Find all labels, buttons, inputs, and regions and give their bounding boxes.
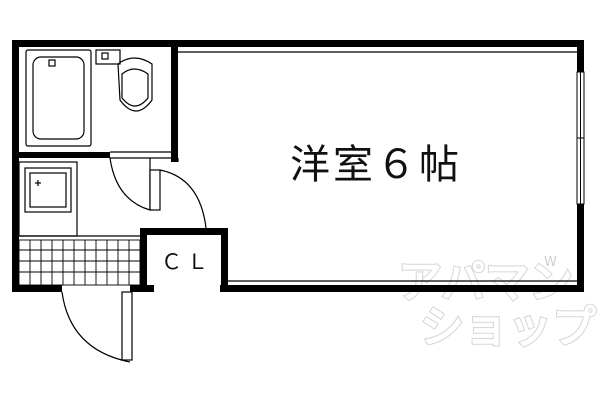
watermark: アパマン ショップ W [397,255,597,354]
walls [12,40,584,292]
sink-icon [24,167,72,213]
bathtub-icon [25,49,92,147]
thin-lines [18,51,577,282]
tile-floor [18,239,141,286]
main-room-label: 洋室６帖 [290,142,462,188]
window-icon [576,71,585,205]
closet-label: ＣＬ [161,250,213,274]
toilet-icon [95,49,153,112]
watermark-line2: ショップ [420,302,596,353]
door-swing-icon [61,157,207,363]
watermark-mark: W [544,255,557,270]
watermark-line1: アパマン [398,257,573,308]
